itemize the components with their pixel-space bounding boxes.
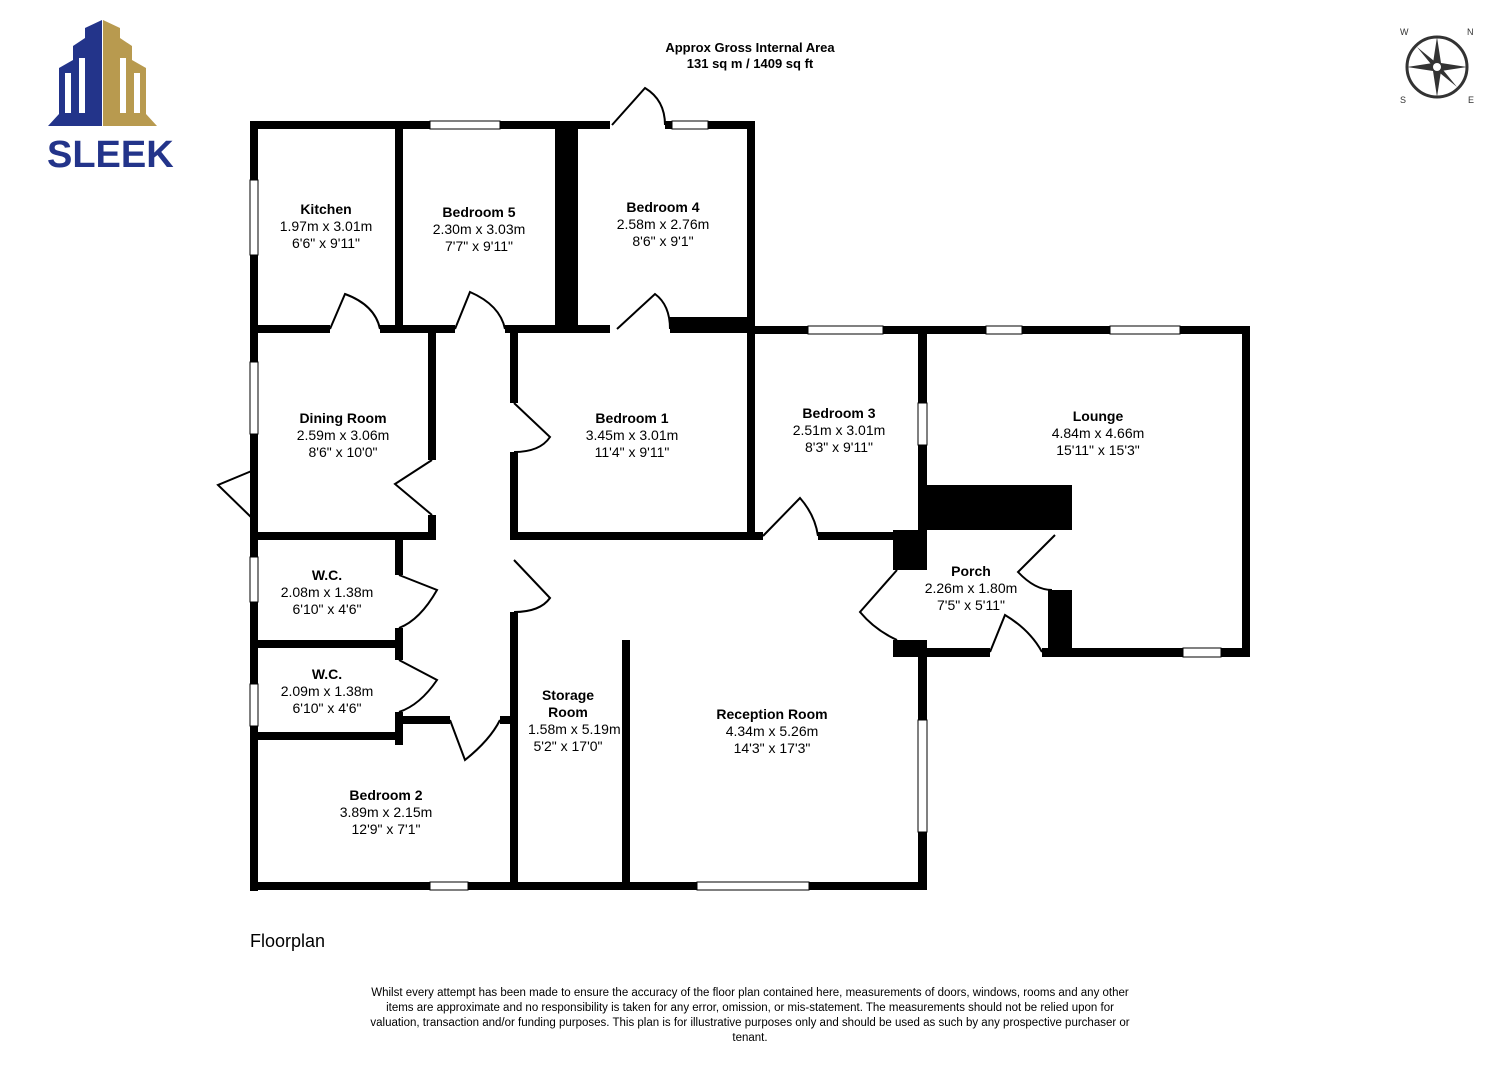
- area-title: Approx Gross Internal Area: [665, 40, 835, 55]
- wall: [428, 333, 436, 460]
- wall: [927, 485, 1072, 530]
- window: [671, 120, 709, 130]
- window: [985, 325, 1023, 335]
- wall: [250, 732, 400, 740]
- wall: [395, 540, 403, 575]
- wall: [395, 712, 403, 745]
- wall: [1048, 590, 1072, 650]
- floor-label: Floorplan: [250, 931, 326, 951]
- logo-wordmark: SLEEK: [47, 134, 174, 176]
- door: [611, 86, 666, 126]
- wall: [250, 325, 330, 333]
- disclaimer: Whilst every attempt has been made to en…: [370, 987, 1130, 1044]
- wall: [665, 121, 755, 129]
- wall: [500, 716, 518, 724]
- window: [696, 881, 810, 891]
- wall: [510, 532, 763, 540]
- door: [762, 496, 819, 537]
- door: [216, 469, 255, 521]
- wall: [1042, 648, 1250, 657]
- door: [989, 613, 1043, 653]
- window: [917, 719, 928, 833]
- window: [429, 120, 501, 130]
- wall: [428, 515, 436, 540]
- wall: [505, 325, 610, 333]
- wall: [403, 716, 450, 724]
- wall: [622, 640, 630, 890]
- wall: [380, 325, 455, 333]
- wall: [250, 121, 258, 891]
- wall: [927, 648, 990, 657]
- area-value: 131 sq m / 1409 sq ft: [686, 56, 814, 71]
- door: [513, 559, 552, 613]
- sleek-logo: [45, 18, 160, 178]
- door: [454, 290, 506, 330]
- wall: [250, 882, 927, 890]
- compass-n: N: [1467, 27, 1474, 37]
- wall: [510, 452, 518, 540]
- gross-area: Approx Gross Internal Area 131 sq m / 14…: [665, 40, 834, 72]
- wall: [1242, 326, 1250, 657]
- window: [429, 881, 469, 891]
- wall: [250, 532, 436, 540]
- door: [398, 659, 439, 713]
- window: [1182, 647, 1222, 658]
- wall: [555, 121, 578, 333]
- wall: [510, 333, 518, 403]
- door: [1016, 534, 1056, 591]
- wall: [818, 532, 893, 540]
- wall: [395, 628, 403, 660]
- window: [1109, 325, 1181, 335]
- door: [513, 402, 552, 453]
- window: [917, 402, 928, 446]
- window: [249, 556, 259, 603]
- wall: [893, 640, 927, 657]
- wall: [670, 317, 755, 333]
- wall: [510, 612, 518, 890]
- compass-s: S: [1400, 95, 1406, 105]
- window: [249, 683, 259, 727]
- wall: [893, 530, 927, 570]
- compass-e: E: [1468, 95, 1474, 105]
- door: [393, 459, 433, 516]
- window: [249, 361, 259, 435]
- wall: [250, 640, 400, 648]
- window: [807, 325, 884, 335]
- door: [858, 569, 898, 641]
- door: [398, 574, 439, 629]
- door: [616, 292, 671, 330]
- window: [249, 179, 259, 256]
- compass-icon: N E S W: [1395, 25, 1480, 110]
- door: [329, 292, 381, 330]
- compass-w: W: [1400, 27, 1409, 37]
- door: [449, 719, 501, 762]
- wall: [395, 121, 403, 333]
